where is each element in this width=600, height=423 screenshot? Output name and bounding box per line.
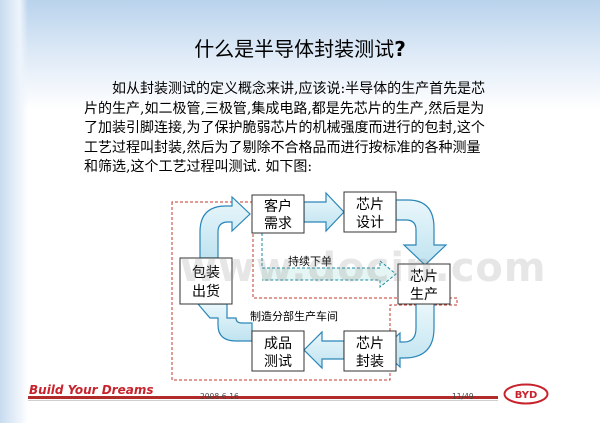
byd-logo: BYD xyxy=(503,383,549,405)
node-customer xyxy=(251,194,305,234)
slide-title-mark: ? xyxy=(394,37,406,61)
footer-slogan: Build Your Dreams xyxy=(29,383,154,397)
arrow-design-to-production xyxy=(395,199,448,266)
node-design-line1: 芯片 xyxy=(356,197,384,213)
node-customer-line2: 需求 xyxy=(264,216,292,232)
paragraph-line: 如从封装测试的定义概念来讲,应该说:半导体的生产首先是芯 xyxy=(112,81,486,97)
header-background xyxy=(0,0,600,110)
node-design-line2: 设计 xyxy=(356,215,384,231)
paragraph-line: 了加装引脚连接,为了保护脆弱芯片的机械强度而进行的包封,这个 xyxy=(84,120,485,137)
node-production xyxy=(397,263,451,305)
paragraph-line: 工艺过程叫封装,然后为了剔除不合格品而进行按标准的各种测量 xyxy=(84,139,481,156)
node-customer-line1: 客户 xyxy=(264,198,292,215)
byd-logo-icon: BYD xyxy=(503,383,549,405)
slide-title-text: 什么是半导体封装测试 xyxy=(194,37,395,61)
paragraph-line: 和筛选,这个工艺过程叫测试. 如下图: xyxy=(84,159,313,176)
node-testing xyxy=(251,330,305,372)
left-band xyxy=(0,0,28,423)
paragraph-line: 片的生产,如二极管,三极管,集成电路,都是先芯片的生产,然后是为 xyxy=(84,100,485,117)
arrow-shipping-to-customer xyxy=(199,195,251,259)
node-design xyxy=(343,191,397,233)
node-testing-line1: 成品 xyxy=(264,336,292,352)
logo-text: BYD xyxy=(515,390,538,401)
continuous-order-dashed-arrow xyxy=(261,228,397,289)
footer-date: 2008-6-16 xyxy=(200,392,239,401)
arrow-testing-to-shipping xyxy=(196,303,253,342)
node-shipping-line1: 包装 xyxy=(192,265,220,281)
watermark: www.docin.com xyxy=(180,245,547,291)
continuous-order-label: 持续下单 xyxy=(288,254,332,268)
node-packaging-line2: 封装 xyxy=(356,354,384,370)
arrow-customer-to-design xyxy=(303,191,345,233)
node-production-line2: 生产 xyxy=(410,287,438,303)
body-paragraph: 如从封装测试的定义概念来讲,应该说:半导体的生产首先是芯 片的生产,如二极管,三… xyxy=(84,80,544,178)
node-shipping-line2: 出货 xyxy=(192,283,220,300)
arrow-packaging-to-testing xyxy=(303,330,345,370)
node-packaging-line1: 芯片 xyxy=(356,336,384,352)
node-shipping xyxy=(179,257,233,305)
node-production-line1: 芯片 xyxy=(410,269,438,285)
node-testing-line2: 测试 xyxy=(264,354,292,370)
footer-page-number: 11/49 xyxy=(452,392,474,401)
footer-gray-rule xyxy=(28,400,498,401)
node-packaging xyxy=(343,330,397,372)
workshop-dashed-outline xyxy=(171,201,458,381)
workshop-label: 制造分部生产车间 xyxy=(250,309,338,323)
footer-red-rule xyxy=(28,396,498,399)
slide-title: 什么是半导体封装测试? xyxy=(0,33,600,62)
